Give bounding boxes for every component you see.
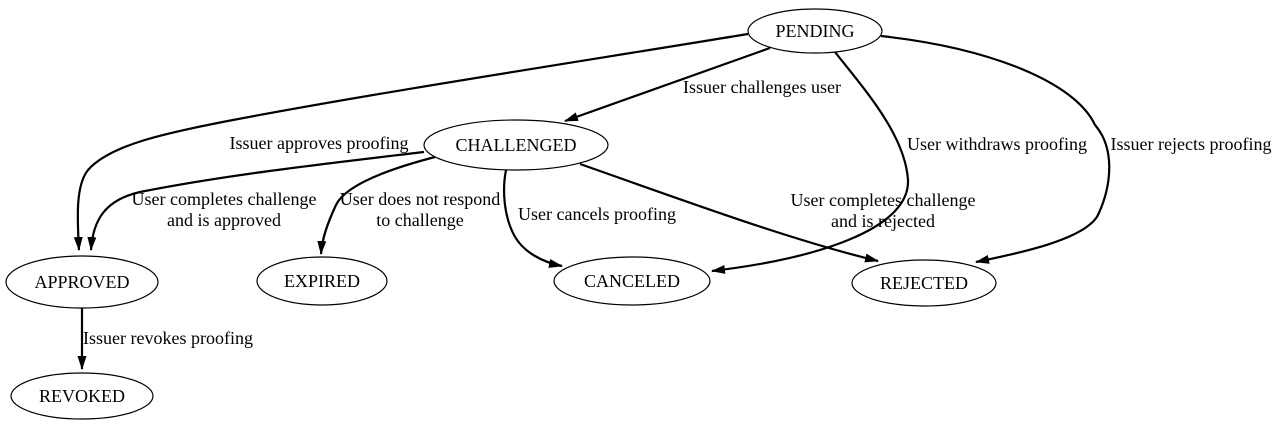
state-label-canceled: CANCELED (584, 271, 680, 291)
edge-pending-to-approved (73, 32, 749, 251)
state-ellipse-canceled (553, 256, 711, 306)
state-label-approved: APPROVED (34, 272, 129, 292)
state-node-expired: EXPIRED (256, 256, 388, 306)
state-node-pending: PENDING (747, 8, 883, 54)
edge-label-pending-to-rejected: Issuer rejects proofing (1111, 134, 1272, 154)
state-ellipse-rejected (851, 259, 997, 307)
edge-challenged-to-expired (317, 155, 436, 255)
state-label-pending: PENDING (776, 21, 855, 41)
state-ellipse-revoked (10, 372, 154, 420)
state-label-challenged: CHALLENGED (456, 135, 577, 155)
state-label-rejected: REJECTED (880, 273, 968, 293)
edge-label-challenged-to-expired-line-2: to challenge (376, 210, 463, 230)
state-ellipse-challenged (423, 119, 609, 171)
state-node-revoked: REVOKED (10, 372, 154, 420)
edges-layer (73, 32, 1111, 370)
state-label-expired: EXPIRED (284, 271, 360, 291)
state-ellipse-approved (5, 255, 159, 309)
edge-label-challenged-to-canceled: User cancels proofing (518, 204, 676, 224)
state-node-challenged: CHALLENGED (423, 119, 609, 171)
edge-label-pending-to-approved: Issuer approves proofing (230, 133, 409, 153)
state-node-approved: APPROVED (5, 255, 159, 309)
edge-challenged-to-approved (87, 150, 425, 251)
edge-label-challenged-to-approved-line-2: and is approved (167, 210, 281, 230)
state-node-canceled: CANCELED (553, 256, 711, 306)
edge-label-pending-to-challenged: Issuer challenges user (683, 77, 841, 97)
edge-label-challenged-to-approved-line-1: User completes challenge (132, 189, 317, 209)
edge-challenged-to-rejected (579, 162, 879, 263)
state-ellipse-pending (747, 8, 883, 54)
state-ellipse-expired (256, 256, 388, 306)
edge-pending-to-challenged (564, 46, 771, 123)
state-label-revoked: REVOKED (39, 386, 125, 406)
edge-label-approved-to-revoked: Issuer revokes proofing (83, 328, 253, 348)
edge-pending-to-canceled (711, 51, 910, 274)
edge-label-pending-to-canceled: User withdraws proofing (907, 134, 1087, 154)
edge-label-challenged-to-rejected-line-2: and is rejected (831, 211, 935, 231)
nodes-layer: PENDING CHALLENGED APPROVED EXPIRED CANCELED… (5, 8, 997, 420)
edge-pending-to-rejected (880, 34, 1111, 264)
edge-challenged-to-canceled (502, 169, 563, 268)
edge-label-challenged-to-rejected-line-1: User completes challenge (791, 190, 976, 210)
edge-label-challenged-to-expired-line-1: User does not respond (340, 189, 500, 209)
state-node-rejected: REJECTED (851, 259, 997, 307)
